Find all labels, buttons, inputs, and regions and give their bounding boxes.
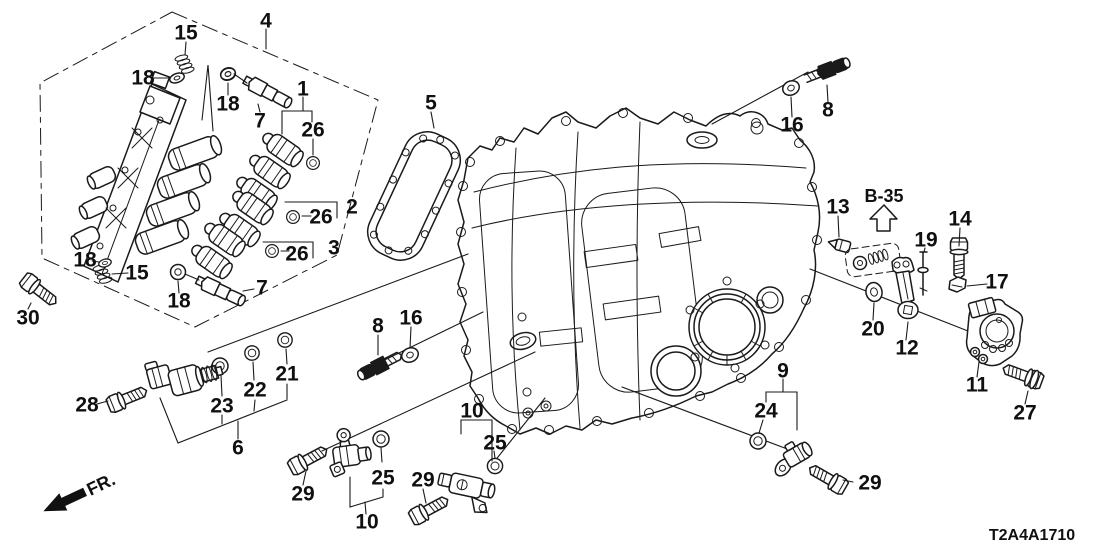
sensor-6 [144, 360, 224, 397]
callout-29-right[interactable]: 29 [858, 472, 881, 495]
oring-26-top [306, 156, 320, 170]
callout-17[interactable]: 17 [985, 271, 1008, 294]
position-sensor-11 [965, 296, 1024, 367]
callout-29-left[interactable]: 29 [291, 483, 314, 506]
callout-25-left[interactable]: 25 [371, 467, 395, 490]
sensor-9 [774, 441, 813, 477]
callout-7-top[interactable]: 7 [254, 110, 266, 133]
callout-7-bottom[interactable]: 7 [256, 277, 268, 300]
oring-22 [244, 345, 260, 361]
sensor-8-top [803, 57, 851, 84]
callout-24[interactable]: 24 [754, 400, 778, 423]
callout-14[interactable]: 14 [948, 208, 972, 231]
callout-8-bottom[interactable]: 8 [372, 315, 384, 338]
callout-9[interactable]: 9 [777, 360, 789, 383]
callout-19[interactable]: 19 [914, 229, 937, 252]
callout-16-top[interactable]: 16 [780, 114, 803, 137]
oring-25-left [372, 430, 390, 448]
part-number-callouts: 4151818712622632618151873051681314191720… [16, 10, 1036, 534]
bolt-27 [999, 359, 1046, 392]
lever-12 [891, 256, 919, 320]
callout-3[interactable]: 3 [328, 237, 340, 260]
diagram-code: T2A4A1710 [989, 527, 1075, 544]
bolt-29-left [285, 441, 332, 478]
bolt-30 [17, 270, 62, 311]
callout-2[interactable]: 2 [346, 196, 358, 219]
plug-13 [827, 238, 852, 254]
callout-30[interactable]: 30 [16, 307, 39, 330]
oring-26-mid [286, 210, 300, 224]
callout-18-bot-left[interactable]: 18 [73, 249, 97, 272]
callout-ticks [27, 28, 1029, 515]
ref-arrow-icon [869, 204, 898, 232]
pin-19 [917, 251, 929, 296]
callout-25-right[interactable]: 25 [483, 432, 507, 455]
washer-18-bot-mid [169, 263, 187, 281]
callout-13[interactable]: 13 [826, 196, 849, 219]
bolt-29-mid [406, 491, 453, 528]
detent-detail-box [844, 242, 902, 278]
oring-25-right [486, 457, 504, 475]
front-direction-label: FR. [84, 469, 119, 499]
callout-8-top[interactable]: 8 [822, 99, 834, 122]
reference-label[interactable]: B-35 [864, 186, 903, 206]
speed-sensor-10-left [329, 427, 372, 478]
callout-29-mid[interactable]: 29 [411, 469, 434, 492]
accumulator-pistons [70, 165, 117, 250]
washer-16-bottom [400, 346, 420, 364]
transmission-case [456, 107, 822, 435]
sensor-8-bottom [356, 351, 403, 381]
callout-10-left[interactable]: 10 [355, 511, 378, 534]
callout-18-top-left[interactable]: 18 [131, 67, 155, 90]
front-direction-marker: FR. [43, 469, 119, 512]
callout-10-right[interactable]: 10 [460, 400, 483, 423]
callout-27[interactable]: 27 [1013, 402, 1036, 425]
callout-28[interactable]: 28 [75, 394, 99, 417]
callout-22[interactable]: 22 [243, 379, 266, 402]
washer-18-top-left [167, 70, 187, 86]
speed-sensor-10-right [437, 472, 496, 514]
callout-21[interactable]: 21 [275, 363, 299, 386]
gasket [366, 131, 462, 261]
valve-body-assembly [70, 70, 225, 283]
valve-body-detail [96, 95, 164, 250]
bolt-28 [104, 381, 151, 415]
callout-15-bottom[interactable]: 15 [125, 262, 149, 285]
case-bearing-opening-small [650, 345, 702, 397]
bolt-29-right [804, 459, 851, 497]
callout-26-bottom[interactable]: 26 [285, 243, 308, 266]
sensor-7-top [242, 75, 293, 109]
oring-24 [749, 432, 767, 450]
callout-26-mid[interactable]: 26 [309, 206, 332, 229]
callout-18-top-mid[interactable]: 18 [216, 93, 240, 116]
spring-15-top [173, 52, 196, 76]
callout-23[interactable]: 23 [210, 395, 233, 418]
callout-5[interactable]: 5 [425, 92, 437, 115]
callout-26-top[interactable]: 26 [301, 119, 324, 142]
callout-12[interactable]: 12 [895, 337, 918, 360]
callout-4[interactable]: 4 [260, 10, 272, 33]
callout-1[interactable]: 1 [297, 78, 309, 101]
assembly-4-dashed-boundary [39, 11, 379, 328]
callout-16-bottom[interactable]: 16 [399, 307, 422, 330]
clip-17 [948, 276, 967, 293]
washer-16-top [781, 79, 801, 97]
callout-18-bot-mid[interactable]: 18 [167, 290, 191, 313]
callout-6[interactable]: 6 [232, 437, 244, 460]
washer-20 [865, 281, 883, 303]
callout-20[interactable]: 20 [861, 318, 884, 341]
callout-11[interactable]: 11 [966, 374, 989, 397]
callout-15-top[interactable]: 15 [174, 22, 198, 45]
front-arrow-icon [43, 487, 87, 512]
oring-26-bottom [265, 244, 279, 258]
oring-21 [277, 332, 293, 348]
sensor-7-bottom [194, 275, 246, 307]
case-bearing-opening-large [688, 288, 766, 366]
